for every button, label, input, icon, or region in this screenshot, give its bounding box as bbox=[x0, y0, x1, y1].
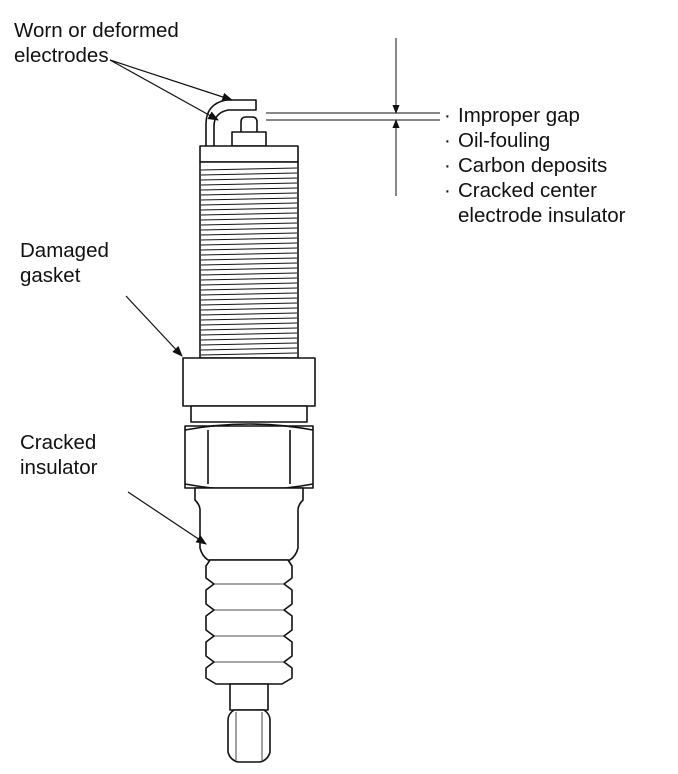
thread-line bbox=[200, 292, 298, 296]
label-damaged-gasket: Damaged gasket bbox=[20, 238, 109, 288]
label-worn-electrodes: Worn or deformed electrodes bbox=[14, 18, 179, 68]
leader-insulator bbox=[127, 491, 207, 545]
gap-check-item-3: Carbon deposits bbox=[458, 154, 608, 177]
thread-line bbox=[200, 352, 298, 356]
thread-line bbox=[200, 182, 298, 186]
thread-line bbox=[200, 332, 298, 336]
thread-line bbox=[200, 187, 298, 191]
shell-top-collar bbox=[199, 145, 299, 163]
label-worn-line1: Worn or deformed bbox=[14, 19, 179, 42]
thread-line bbox=[200, 232, 298, 236]
thread-line bbox=[200, 302, 298, 306]
thread-line bbox=[200, 277, 298, 281]
gap-check-item-4: Cracked center bbox=[458, 179, 598, 202]
label-insulator-line2: insulator bbox=[20, 456, 98, 479]
thread-line bbox=[200, 237, 298, 241]
thread-line bbox=[200, 177, 298, 181]
gap-check-item-2: Oil-fouling bbox=[458, 129, 551, 152]
thread-line bbox=[200, 317, 298, 321]
bullet-dot: · bbox=[444, 154, 451, 177]
thread-line bbox=[200, 192, 298, 196]
terminal-shaft bbox=[229, 683, 269, 711]
thread-line bbox=[200, 252, 298, 256]
ribbed-insulator bbox=[205, 559, 293, 685]
shell-neck bbox=[190, 405, 308, 423]
thread-line bbox=[200, 297, 298, 301]
thread-line bbox=[200, 307, 298, 311]
hex-nut bbox=[184, 425, 314, 489]
thread-line bbox=[200, 172, 298, 176]
thread-line bbox=[200, 167, 298, 171]
hex-chamfer-top bbox=[184, 423, 314, 431]
center-electrode bbox=[240, 116, 258, 132]
insulator-nose bbox=[231, 131, 267, 147]
thread-line bbox=[200, 202, 298, 206]
lower-shell bbox=[194, 487, 304, 561]
gasket bbox=[182, 357, 316, 407]
thread-line bbox=[200, 247, 298, 251]
thread-line bbox=[200, 257, 298, 261]
label-worn-line2: electrodes bbox=[14, 44, 109, 67]
thread-line bbox=[200, 207, 298, 211]
thread-line bbox=[200, 227, 298, 231]
gap-check-item-4-continued: electrode insulator bbox=[458, 204, 626, 227]
thread-line bbox=[200, 287, 298, 291]
leader-gasket bbox=[125, 295, 183, 357]
bullet-dot: · bbox=[444, 129, 451, 152]
thread-line bbox=[200, 327, 298, 331]
thread-line bbox=[200, 312, 298, 316]
thread-line bbox=[200, 347, 298, 351]
thread-line bbox=[200, 322, 298, 326]
gap-check-continuation: electrode insulator bbox=[444, 203, 626, 228]
label-gasket-line1: Damaged bbox=[20, 239, 109, 262]
label-insulator-line1: Cracked bbox=[20, 431, 97, 454]
thread-line bbox=[200, 197, 298, 201]
gap-check-item: · Cracked center bbox=[444, 178, 626, 203]
thread-line bbox=[200, 222, 298, 226]
thread-line bbox=[200, 262, 298, 266]
leader-worn-to-ground bbox=[109, 59, 234, 102]
label-gasket-line2: gasket bbox=[20, 264, 81, 287]
thread-line bbox=[200, 282, 298, 286]
thread-line bbox=[200, 212, 298, 216]
thread-line bbox=[200, 267, 298, 271]
terminal-nut bbox=[227, 709, 271, 763]
gap-check-item: · Carbon deposits bbox=[444, 153, 626, 178]
thread-lines bbox=[200, 167, 298, 356]
bullet-dot: · bbox=[444, 179, 451, 202]
gap-check-item: · Oil-fouling bbox=[444, 128, 626, 153]
label-cracked-insulator: Cracked insulator bbox=[20, 430, 98, 480]
thread-line bbox=[200, 272, 298, 276]
thread-line bbox=[200, 342, 298, 346]
gap-check-list: · Improper gap · Oil-fouling · Carbon depos… bbox=[444, 103, 626, 228]
bullet-dot: · bbox=[444, 104, 451, 127]
gap-check-item-1: Improper gap bbox=[458, 104, 580, 127]
thread-line bbox=[200, 217, 298, 221]
thread-line bbox=[200, 337, 298, 341]
thread-line bbox=[200, 242, 298, 246]
leader-worn-to-center bbox=[109, 59, 219, 121]
gap-check-item: · Improper gap bbox=[444, 103, 626, 128]
